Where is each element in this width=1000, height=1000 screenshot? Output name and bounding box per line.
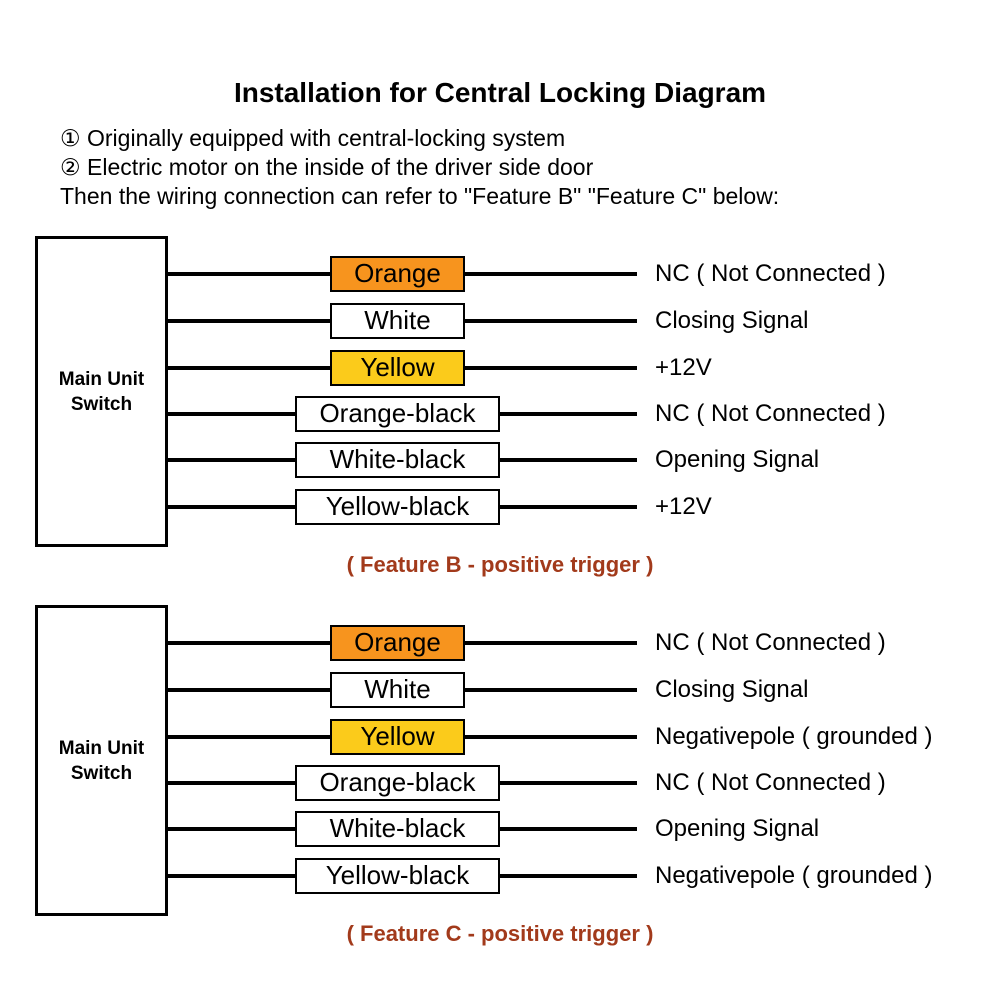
signal-label: NC ( Not Connected ) [655, 769, 886, 796]
feature-c-section: Main Unit Switch Orange White Yellow Ora… [0, 369, 1000, 1000]
signal-label: NC ( Not Connected ) [655, 260, 886, 287]
signal-label: NC ( Not Connected ) [655, 629, 886, 656]
signal-label: Negativepole ( grounded ) [655, 723, 933, 750]
main-unit-switch-label-line2: Switch [70, 393, 133, 415]
main-unit-switch-label-line1: Main Unit [58, 737, 145, 759]
page-title: Installation for Central Locking Diagram [233, 77, 767, 108]
note-line-2: ② Electric motor on the inside of the dr… [60, 154, 594, 180]
wire-color-box-yellow: Yellow [330, 719, 465, 755]
signal-label: Opening Signal [655, 815, 820, 842]
wire-color-box-white: White [330, 672, 465, 708]
signal-label: NC ( Not Connected ) [655, 400, 886, 427]
wire-color-box-yellow: Yellow [330, 350, 465, 386]
signal-label: +12V [655, 354, 712, 381]
main-unit-switch-label-line2: Switch [70, 762, 133, 784]
signal-label: Opening Signal [655, 446, 820, 473]
main-unit-switch-label-line1: Main Unit [58, 368, 145, 390]
note-line-1: ① Originally equipped with central-locki… [60, 125, 566, 151]
main-unit-switch-box: Main Unit Switch [35, 605, 168, 916]
wire-color-box-yellow-black: Yellow-black [295, 489, 500, 525]
wire-color-box-yellow-black: Yellow-black [295, 858, 500, 894]
main-unit-switch-box: Main Unit Switch [35, 236, 168, 547]
wire-color-box-orange: Orange [330, 625, 465, 661]
signal-label: Closing Signal [655, 676, 809, 703]
note-line-3: Then the wiring connection can refer to … [60, 183, 780, 209]
feature-c-caption: ( Feature C - positive trigger ) [346, 921, 654, 946]
wire-color-box-orange-black: Orange-black [295, 765, 500, 801]
signal-label: +12V [655, 493, 712, 520]
signal-label: Negativepole ( grounded ) [655, 862, 933, 889]
wire-color-box-white: White [330, 303, 465, 339]
signal-label: Closing Signal [655, 307, 809, 334]
wire-color-box-orange-black: Orange-black [295, 396, 500, 432]
wire-color-box-orange: Orange [330, 256, 465, 292]
wire-color-box-white-black: White-black [295, 442, 500, 478]
feature-b-caption: ( Feature B - positive trigger ) [346, 552, 654, 577]
wire-color-box-white-black: White-black [295, 811, 500, 847]
intro-notes: ① Originally equipped with central-locki… [60, 124, 960, 211]
